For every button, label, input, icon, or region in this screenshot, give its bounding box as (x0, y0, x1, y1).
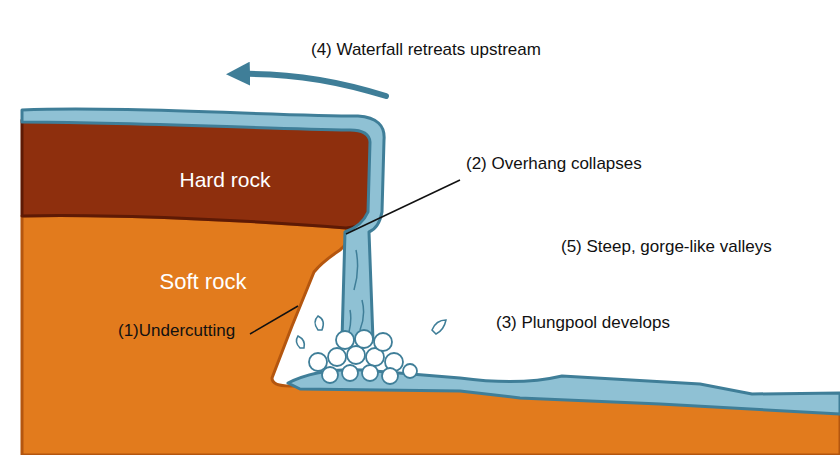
bubble (374, 333, 392, 351)
bubble (382, 368, 398, 384)
callout-label: (5) Steep, gorge-like valleys (561, 237, 772, 257)
soft-rock-layer-shape (22, 216, 840, 455)
leader-line (346, 180, 460, 234)
callout-label: (3) Plungpool develops (496, 313, 670, 333)
hard-rock-layer: Hard rock (20, 112, 382, 234)
bubble (403, 364, 417, 378)
plunge-pool-water (288, 370, 840, 414)
callout-label: (1)Undercutting (118, 321, 235, 341)
bubble (328, 348, 346, 366)
leader-line (250, 306, 298, 334)
water-ripple (349, 250, 364, 332)
bubble (347, 346, 365, 364)
layer-name: Soft rock (160, 269, 247, 295)
callout-label: (4) Waterfall retreats upstream (311, 40, 541, 60)
bubble (355, 330, 373, 348)
callout-label: (2) Overhang collapses (466, 154, 642, 174)
foam-bubbles (309, 330, 417, 384)
river-water (22, 109, 384, 340)
bubble (336, 331, 354, 349)
water-splash (296, 316, 446, 348)
bubble (385, 353, 403, 371)
bubble (362, 365, 378, 381)
hard-rock-layer-shape (22, 120, 377, 228)
layer-name: Hard rock (179, 168, 270, 192)
bubble (322, 367, 338, 383)
bubble (309, 353, 327, 371)
bubble (366, 348, 384, 366)
bubble (342, 365, 358, 381)
retreat-arrow (238, 74, 386, 96)
